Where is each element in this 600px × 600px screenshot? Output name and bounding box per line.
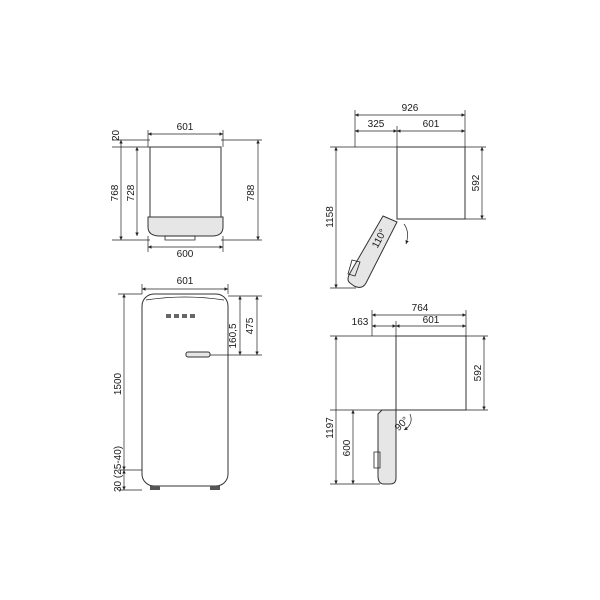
foot-left <box>150 486 160 490</box>
dim-depth-handle: 788 <box>246 184 257 201</box>
dim-depth-offset: 20 <box>111 129 122 141</box>
dim-110-door-offset: 325 <box>368 119 385 130</box>
top-view-open-110: 926 325 601 592 1158 110° <box>325 103 486 289</box>
dim-width-bottom: 600 <box>177 249 194 260</box>
logo-dot-3 <box>182 314 187 318</box>
fridge-front-body <box>141 293 229 487</box>
logo-dot-1 <box>166 314 171 318</box>
fridge-door-strip <box>147 216 224 237</box>
handle-shape <box>164 235 196 241</box>
fridge-body-90 <box>395 335 467 411</box>
front-view: 601 1500 30 (25-40) 160,5 475 <box>113 276 262 492</box>
dim-90-door-offset: 163 <box>352 317 369 328</box>
dim-90-door-depth: 600 <box>342 439 353 456</box>
foot-right <box>210 486 220 490</box>
logo-dot-2 <box>174 314 179 318</box>
dim-front-height: 1500 <box>113 372 124 395</box>
door-handle-90 <box>373 451 381 469</box>
top-view-closed: 601 600 20 768 728 788 <box>110 122 262 260</box>
dim-110-total-depth: 1158 <box>325 206 336 228</box>
dim-handle-offset: 475 <box>245 317 256 334</box>
dim-90-body-width: 601 <box>423 315 440 326</box>
dim-90-total-depth: 1197 <box>325 417 336 439</box>
dim-width-top: 601 <box>177 122 194 133</box>
top-view-open-90: 764 163 601 592 1197 600 90° <box>325 303 488 485</box>
dim-depth-total: 768 <box>110 184 121 201</box>
dim-front-feet: 30 (25-40) <box>113 446 124 492</box>
dim-90-depth: 592 <box>473 364 484 381</box>
dim-front-width: 601 <box>177 276 194 287</box>
dim-110-total-width: 926 <box>402 103 419 114</box>
fridge-top-body <box>149 146 222 219</box>
dim-110-body-width: 601 <box>423 119 440 130</box>
fridge-front-top-curve <box>145 296 225 301</box>
dim-handle-height: 160,5 <box>228 323 239 348</box>
dim-110-depth: 592 <box>471 174 482 191</box>
door-open-110 <box>347 215 398 288</box>
door-open-90 <box>377 409 397 485</box>
door-handle-110 <box>347 259 361 277</box>
dim-depth-body: 728 <box>126 184 137 201</box>
fridge-body-110 <box>396 146 466 220</box>
front-handle <box>185 351 211 358</box>
dim-90-total-width: 764 <box>412 303 429 314</box>
logo-dot-4 <box>190 314 195 318</box>
